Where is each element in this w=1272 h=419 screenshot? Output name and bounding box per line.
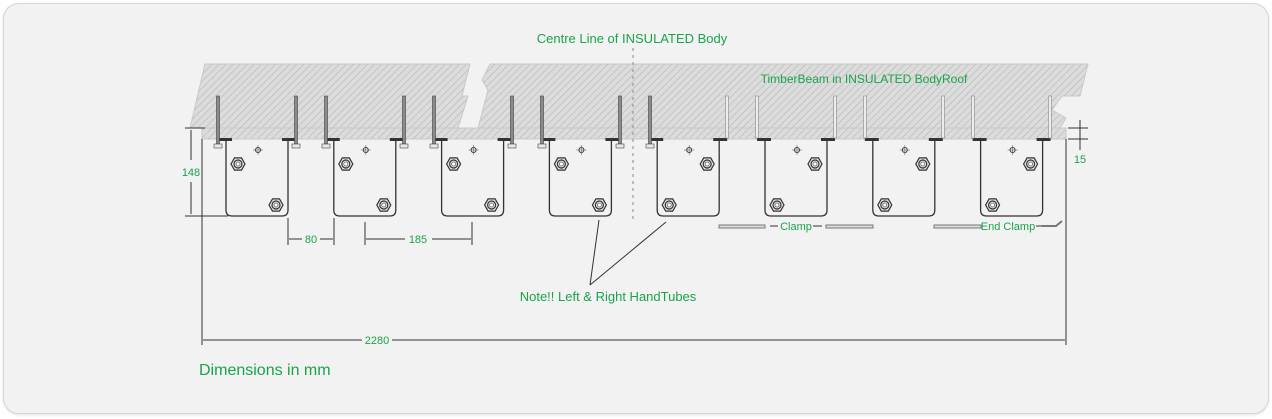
right-hand-bracket: [972, 138, 1051, 217]
pin-hole-icon: [684, 145, 695, 155]
mounting-plate: [821, 138, 835, 141]
bolt-nut-icon: [591, 198, 608, 212]
screw: [507, 95, 517, 149]
right-hand-bracket: [864, 138, 943, 217]
screw: [429, 95, 439, 149]
units-note: Dimensions in mm: [199, 362, 331, 379]
screw: [291, 95, 301, 149]
screw-hole: [941, 95, 945, 139]
mounting-plate: [928, 138, 943, 141]
clamp-label: Clamp: [780, 221, 812, 233]
bolt-nut-icon: [984, 198, 1001, 212]
bolt-nut-icon: [553, 157, 570, 171]
bolt-nut-icon: [445, 157, 462, 171]
mounting-plate: [282, 138, 296, 141]
pin-hole-icon: [899, 145, 910, 155]
bolt-nut-icon: [915, 157, 931, 171]
pin-hole-icon: [1007, 145, 1018, 155]
centre-line-label: Centre Line of INSULATED Body: [537, 31, 728, 46]
mounting-plate: [389, 138, 404, 141]
screw-hole: [833, 95, 837, 139]
total-length-dimension-value: 2280: [365, 335, 389, 347]
plate-dimension: [1065, 120, 1088, 345]
pin-hole-icon: [360, 145, 371, 155]
gap-dimension-value: 80: [305, 234, 317, 246]
gap-dimension: [287, 218, 335, 245]
bolt-nut-icon: [483, 198, 500, 212]
mounting-plate: [1036, 138, 1051, 141]
mounting-plate: [218, 138, 232, 141]
note-leader: [589, 219, 667, 286]
bolt-nut-icon: [769, 198, 785, 212]
pitch-dimension: [364, 222, 473, 245]
screw: [399, 95, 409, 149]
bolt-nut-icon: [699, 157, 715, 171]
screw: [321, 95, 331, 149]
bolt-nut-icon: [376, 198, 392, 212]
end-clamp-indicator: [933, 220, 1063, 229]
bolt-nut-icon: [268, 198, 284, 212]
bolt-nut-icon: [661, 198, 677, 212]
screw-hole: [863, 95, 867, 139]
bolt-nut-icon: [230, 157, 246, 171]
timber-beam-label: TimberBeam in INSULATED BodyRoof: [761, 72, 968, 86]
end-clamp-label: End Clamp: [981, 221, 1035, 233]
mounting-plate: [972, 138, 987, 141]
mounting-plate: [649, 138, 664, 141]
height-dimension: [185, 127, 228, 217]
right-hand-bracket: [649, 138, 728, 217]
screw: [615, 95, 625, 149]
pin-hole-icon: [792, 145, 802, 155]
mounting-plate: [757, 138, 771, 141]
mounting-plate: [605, 138, 620, 141]
timber-beam-left: [189, 63, 471, 129]
pin-hole-icon: [576, 145, 587, 155]
height-dimension-value: 148: [182, 167, 200, 179]
note-label: Note!! Left & Right HandTubes: [520, 289, 697, 304]
left-hand-bracket: [325, 138, 404, 217]
mounting-plate: [713, 138, 728, 141]
screw-hole: [755, 95, 759, 139]
pin-hole-icon: [253, 145, 263, 155]
total-length-dimension: [201, 139, 1065, 345]
screw-hole: [1048, 95, 1052, 139]
plate-dimension-value: 15: [1074, 154, 1086, 166]
mounting-plate: [325, 138, 340, 141]
right-hand-bracket: [757, 138, 835, 217]
screw: [537, 95, 547, 149]
bolt-nut-icon: [338, 157, 354, 171]
screw-hole: [971, 95, 975, 139]
mounting-plate: [497, 138, 512, 141]
clamp-indicator: [718, 224, 874, 229]
insulation-strip: [201, 127, 1067, 140]
left-hand-bracket: [541, 138, 620, 217]
left-hand-bracket: [433, 138, 512, 217]
bolt-nut-icon: [1022, 157, 1039, 171]
screw-hole: [725, 95, 729, 139]
mounting-plate: [864, 138, 879, 141]
pitch-dimension-value: 185: [409, 234, 427, 246]
timber-beam-right: [477, 63, 1089, 129]
mounting-plate: [433, 138, 448, 141]
mounting-plate: [541, 138, 556, 141]
bolt-nut-icon: [877, 198, 893, 212]
pin-hole-icon: [468, 145, 479, 155]
screw: [645, 95, 655, 149]
left-hand-bracket: [218, 138, 296, 217]
bolt-nut-icon: [807, 157, 823, 171]
screw: [213, 95, 223, 149]
